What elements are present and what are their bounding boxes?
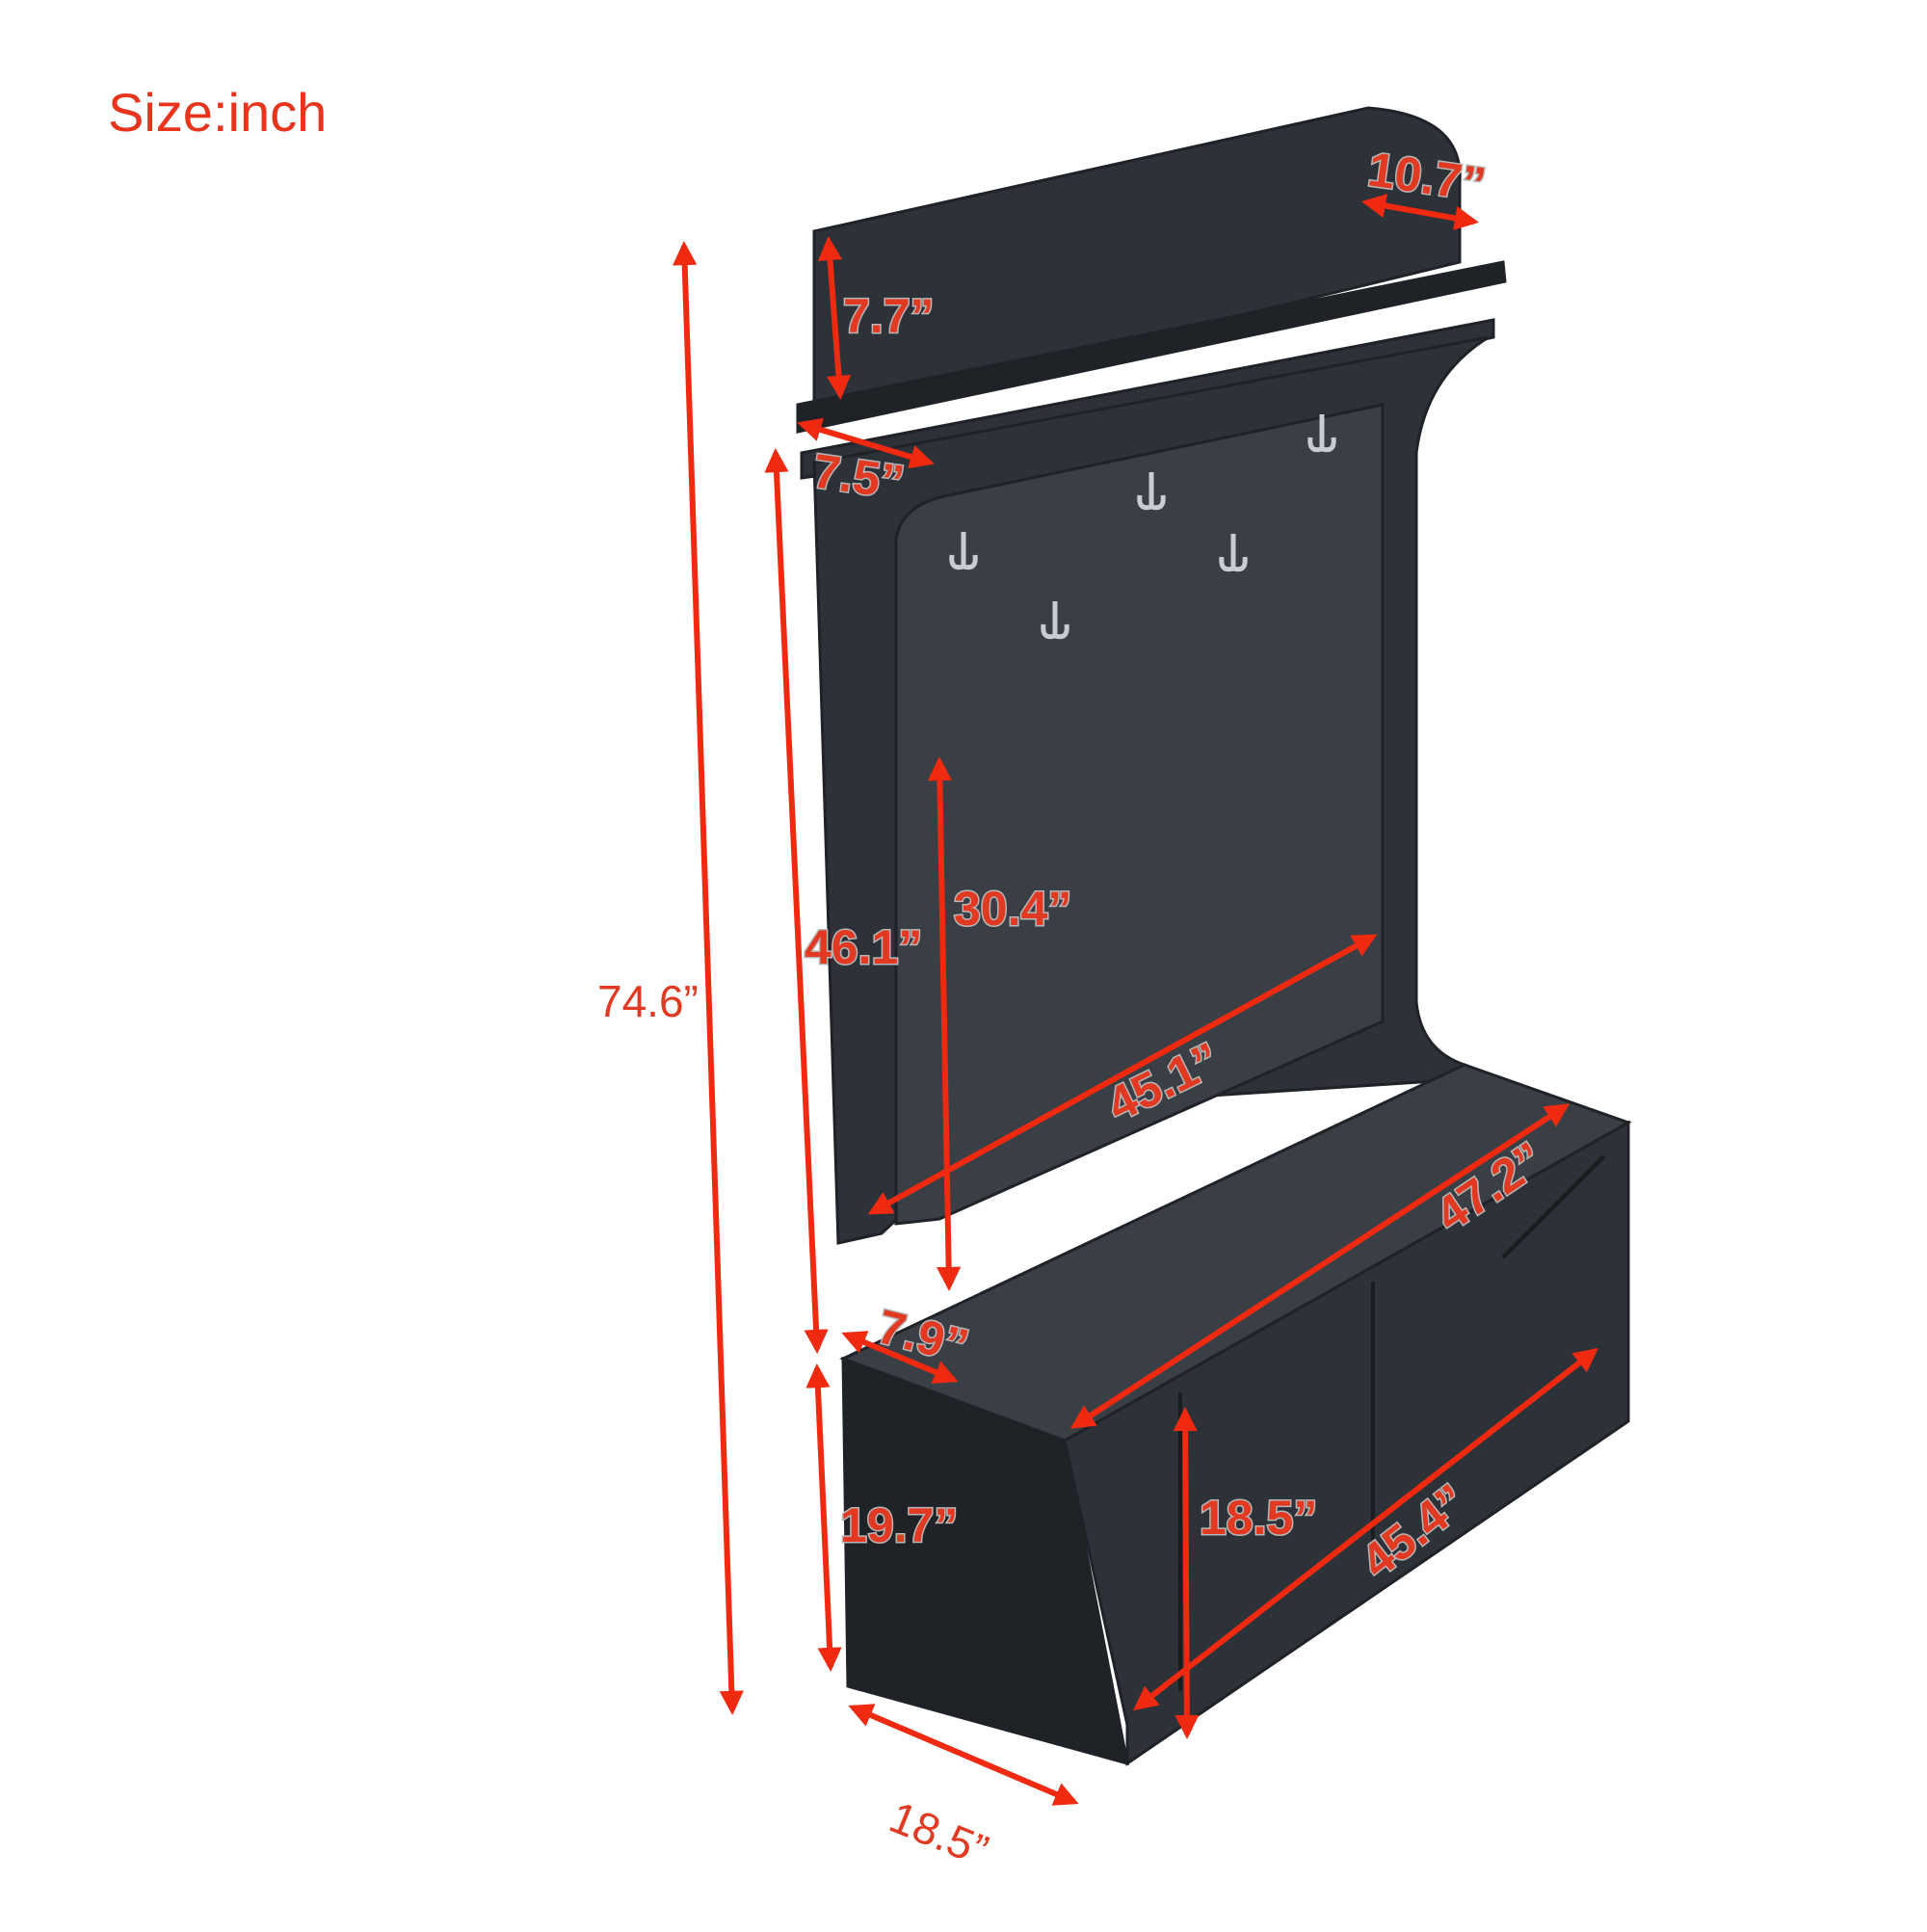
coat-hook-icon — [1219, 534, 1248, 572]
arrow-bench-depth — [848, 1704, 1079, 1806]
coat-hook-icon — [1307, 414, 1336, 453]
label-cabinet-height: 18.5” — [1200, 1491, 1317, 1545]
label-frame-height: 46.1” — [805, 920, 922, 974]
coat-hook-icon — [1137, 472, 1166, 511]
arrow-total-height — [673, 240, 744, 1716]
arrow-top-rail-height — [817, 235, 852, 401]
label-bench-depth: 18.5” — [883, 1791, 995, 1875]
arrow-bench-height — [805, 1363, 842, 1673]
bench-side — [841, 1356, 1129, 1766]
size-unit-title: Size:inch — [108, 82, 328, 143]
arrow-cabinet-width — [1133, 1347, 1598, 1711]
label-top-rail-height: 7.7” — [843, 289, 935, 343]
coat-hook-icon — [1041, 601, 1069, 640]
label-bench-height: 19.7” — [840, 1498, 958, 1552]
label-back-panel-height: 30.4” — [954, 882, 1071, 936]
coat-hooks — [949, 414, 1336, 640]
top-backboard — [812, 106, 1462, 407]
label-total-height: 74.6” — [597, 976, 699, 1026]
arrow-top-shelf-depth — [1361, 194, 1479, 230]
arrow-back-width — [867, 934, 1378, 1215]
dimension-arrows — [673, 194, 1598, 1806]
arrow-side-depth — [841, 1331, 959, 1384]
arrow-top-depth — [797, 417, 935, 469]
coat-hook-icon — [949, 532, 978, 570]
arrow-cabinet-height — [1173, 1406, 1200, 1740]
arrow-frame-height — [764, 447, 829, 1355]
